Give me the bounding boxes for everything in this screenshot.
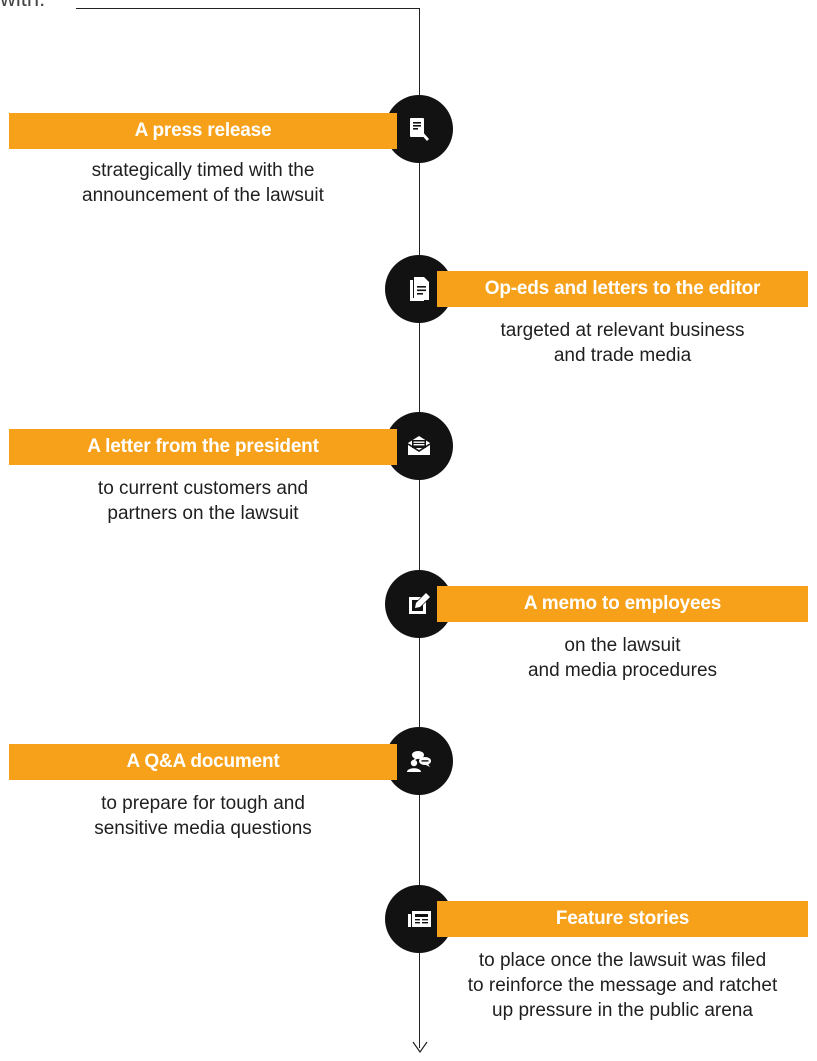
item-desc-memo: on the lawsuit and media procedures	[437, 633, 808, 683]
item-desc-qa: to prepare for tough and sensitive media…	[9, 791, 397, 841]
desc-line: and trade media	[553, 345, 692, 366]
timeline-arrow-icon	[412, 1041, 428, 1054]
desc-line: and media procedures	[527, 660, 718, 681]
desc-line: partners on the lawsuit	[107, 503, 299, 524]
desc-line: on the lawsuit	[564, 635, 681, 656]
item-desc-press-release: strategically timed with the announcemen…	[9, 158, 397, 208]
desc-line: to current customers and	[97, 478, 309, 499]
item-title-op-eds: Op-eds and letters to the editor	[437, 271, 808, 307]
item-desc-op-eds: targeted at relevant business and trade …	[437, 318, 808, 368]
intro-text: with:	[0, 0, 45, 12]
item-title-feature-stories: Feature stories	[437, 901, 808, 937]
desc-line: to reinforce the message and ratchet	[467, 975, 778, 996]
item-title-memo: A memo to employees	[437, 586, 808, 622]
item-desc-feature-stories: to place once the lawsuit was filed to r…	[437, 948, 808, 1023]
desc-line: up pressure in the public arena	[492, 1000, 753, 1021]
desc-line: sensitive media questions	[94, 818, 312, 839]
desc-line: announcement of the lawsuit	[82, 185, 324, 206]
desc-line: strategically timed with the	[91, 160, 315, 181]
item-title-letter-president: A letter from the president	[9, 429, 397, 465]
item-title-press-release: A press release	[9, 113, 397, 149]
intro-connector-line	[76, 8, 419, 9]
document-icon	[385, 255, 453, 323]
item-title-qa: A Q&A document	[9, 744, 397, 780]
desc-line: targeted at relevant business	[500, 320, 745, 341]
timeline-line	[419, 8, 420, 1048]
desc-line: to place once the lawsuit was filed	[478, 950, 767, 971]
desc-line: to prepare for tough and	[101, 793, 305, 814]
item-desc-letter-president: to current customers and partners on the…	[9, 476, 397, 526]
